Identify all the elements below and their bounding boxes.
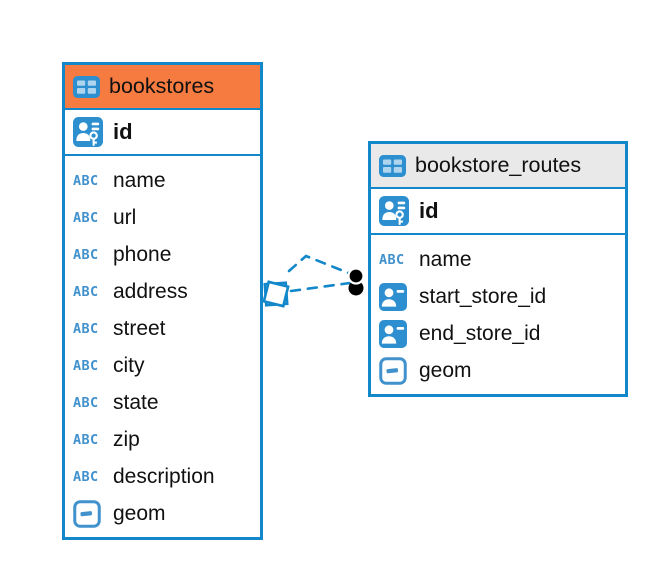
relationship-line[interactable] — [289, 281, 352, 293]
table-icon — [379, 154, 406, 177]
column-row[interactable]: ABC name — [65, 162, 260, 199]
column-row[interactable]: start_store_id — [371, 278, 625, 315]
text-type-icon: ABC — [73, 246, 99, 263]
table-name: bookstores — [109, 74, 215, 98]
primary-key-icon — [379, 195, 409, 226]
table-name: bookstore_routes — [415, 153, 582, 177]
column-name: description — [113, 464, 215, 488]
column-name: phone — [113, 242, 172, 266]
column-name: end_store_id — [419, 321, 541, 345]
column-row[interactable]: ABC zip — [65, 421, 260, 458]
geometry-icon — [73, 499, 101, 528]
column-name: id — [419, 198, 439, 223]
table-header[interactable]: bookstores — [65, 65, 260, 110]
column-name: name — [419, 247, 472, 271]
table-icon — [73, 75, 100, 98]
text-type-icon: ABC — [73, 320, 99, 337]
primary-key-icon — [73, 116, 103, 147]
column-name: id — [113, 119, 133, 144]
column-name: start_store_id — [419, 284, 547, 308]
column-name: city — [113, 353, 145, 377]
column-row[interactable]: ABC state — [65, 384, 260, 421]
column-name: geom — [113, 501, 166, 525]
relationship-line[interactable] — [287, 254, 353, 276]
column-row[interactable]: end_store_id — [371, 315, 625, 352]
column-row[interactable]: ABC url — [65, 199, 260, 236]
column-row[interactable]: ABC address — [65, 273, 260, 310]
text-type-icon: ABC — [73, 172, 99, 189]
text-type-icon: ABC — [73, 209, 99, 226]
relationship-source-marker[interactable] — [262, 280, 290, 308]
geometry-icon — [379, 356, 407, 385]
text-type-icon: ABC — [73, 394, 99, 411]
column-row[interactable]: ABC phone — [65, 236, 260, 273]
reference-icon — [379, 282, 407, 311]
text-type-icon: ABC — [73, 283, 99, 300]
column-row[interactable]: id — [65, 110, 260, 154]
column-name: zip — [113, 427, 140, 451]
column-row[interactable]: geom — [371, 352, 625, 389]
column-name: geom — [419, 358, 472, 382]
column-name: url — [113, 205, 137, 229]
text-type-icon: ABC — [73, 431, 99, 448]
column-row[interactable]: ABC description — [65, 458, 260, 495]
relationship-endpoint[interactable] — [347, 267, 365, 285]
column-row[interactable]: ABC city — [65, 347, 260, 384]
text-type-icon: ABC — [73, 357, 99, 374]
column-row[interactable]: ABC name — [371, 241, 625, 278]
relationship-endpoint[interactable] — [348, 280, 364, 296]
column-row[interactable]: id — [371, 189, 625, 233]
column-name: state — [113, 390, 159, 414]
text-type-icon: ABC — [73, 468, 99, 485]
column-row[interactable]: ABC street — [65, 310, 260, 347]
table-header[interactable]: bookstore_routes — [371, 144, 625, 189]
text-type-icon: ABC — [379, 251, 405, 268]
column-name: name — [113, 168, 166, 192]
reference-icon — [379, 319, 407, 348]
column-name: address — [113, 279, 188, 303]
column-name: street — [113, 316, 166, 340]
column-row[interactable]: geom — [65, 495, 260, 532]
